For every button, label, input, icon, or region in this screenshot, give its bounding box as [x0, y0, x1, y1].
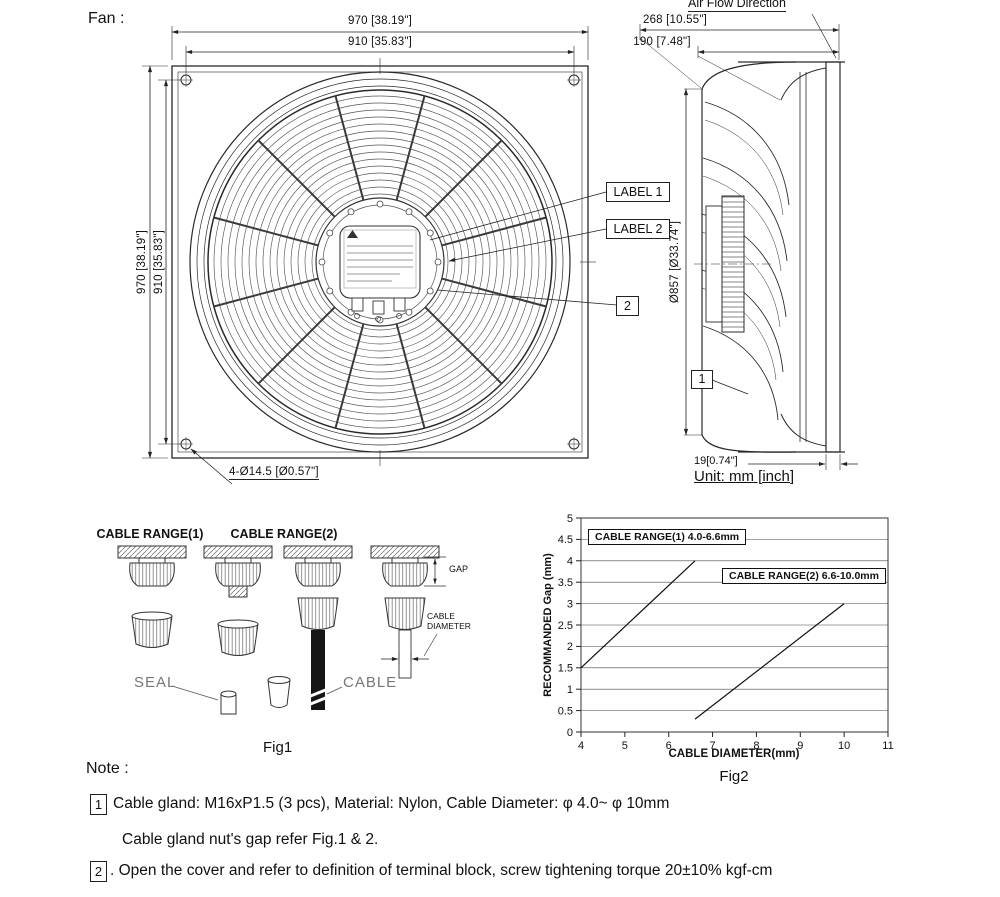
seal-label: SEAL [134, 674, 177, 691]
note-2-text: . Open the cover and refer to definition… [110, 862, 773, 879]
svg-text:4.5: 4.5 [558, 534, 573, 546]
svg-text:11: 11 [882, 740, 893, 752]
dim-mounting-holes: 4-Ø14.5 [Ø0.57"] [229, 466, 319, 480]
callout-2: 2 [616, 296, 639, 316]
dim-impeller-diameter: Ø857 [Ø33.74"] [669, 220, 681, 304]
fan-grille [213, 95, 547, 429]
note-2-marker: 2 [90, 861, 107, 882]
note-1b-text: Cable gland nut's gap refer Fig.1 & 2. [122, 831, 379, 848]
front-view-dimensions [142, 26, 618, 485]
fan-side-view [694, 13, 845, 453]
cable-range-2-heading: CABLE RANGE(2) [230, 527, 338, 541]
chart-y-axis-label: RECOMMANDED Gap (mm) [542, 553, 554, 697]
dim-front-height-inner: 910 [35.83"] [153, 229, 165, 295]
svg-text:9: 9 [797, 740, 803, 752]
svg-text:0.5: 0.5 [558, 705, 573, 717]
fig1-caption: Fig1 [263, 739, 293, 756]
svg-text:0: 0 [567, 727, 573, 739]
svg-text:4: 4 [578, 740, 584, 752]
svg-text:5: 5 [567, 513, 573, 525]
cable-diameter-label: CABLE DIAMETER [427, 611, 471, 631]
cable-range-1-heading: CABLE RANGE(1) [96, 527, 204, 541]
svg-text:6: 6 [666, 740, 672, 752]
svg-text:7: 7 [710, 740, 716, 752]
dim-front-width-inner: 910 [35.83"] [347, 36, 413, 48]
dim-flange-thickness: 19[0.74"] [694, 455, 738, 467]
dim-front-width-outer: 970 [38.19"] [347, 15, 413, 27]
gap-label: GAP [449, 564, 469, 574]
callout-1: 1 [691, 370, 713, 389]
side-view-dimensions [639, 24, 858, 470]
chart-x-axis-label: CABLE DIAMETER(mm) [668, 748, 800, 760]
svg-text:1.5: 1.5 [558, 663, 573, 675]
svg-text:3: 3 [567, 598, 573, 610]
svg-text:2: 2 [567, 641, 573, 653]
svg-text:3.5: 3.5 [558, 577, 573, 589]
cable-gland-figure [117, 545, 446, 715]
legend-cable-range-2: CABLE RANGE(2) 6.6-10.0mm [722, 568, 886, 584]
svg-text:4: 4 [567, 556, 573, 568]
svg-text:1: 1 [567, 684, 573, 696]
page-title: Fan : [88, 10, 125, 27]
svg-text:2.5: 2.5 [558, 620, 573, 632]
note-1-text: Cable gland: M16xP1.5 (3 pcs), Material:… [113, 795, 670, 812]
label-1-callout: LABEL 1 [606, 182, 670, 202]
fan-hub-motor [315, 197, 445, 327]
fig2-caption: Fig2 [719, 768, 749, 785]
legend-cable-range-1: CABLE RANGE(1) 4.0-6.6mm [588, 529, 747, 545]
gap-vs-diameter-chart: 0 0.5 1 1.5 2 2.5 3 3.5 4 4.5 5 4 5 6 7 8 9 10 11 [558, 513, 894, 752]
air-flow-direction-label: Air Flow Direction [688, 0, 786, 12]
cable-label: CABLE [343, 674, 398, 691]
note-1-marker: 1 [90, 794, 107, 815]
fan-front-view [171, 58, 596, 466]
svg-text:8: 8 [753, 740, 759, 752]
unit-label: Unit: mm [inch] [694, 468, 795, 485]
dim-side-frame-depth: 190 [7.48"] [633, 36, 691, 48]
dim-front-height-outer: 970 [38.19"] [136, 229, 148, 295]
label-2-callout: LABEL 2 [606, 219, 670, 239]
svg-text:5: 5 [622, 740, 628, 752]
notes-title: Note : [86, 760, 129, 777]
svg-text:10: 10 [838, 740, 850, 752]
dim-side-total-depth: 268 [10.55"] [642, 14, 708, 26]
